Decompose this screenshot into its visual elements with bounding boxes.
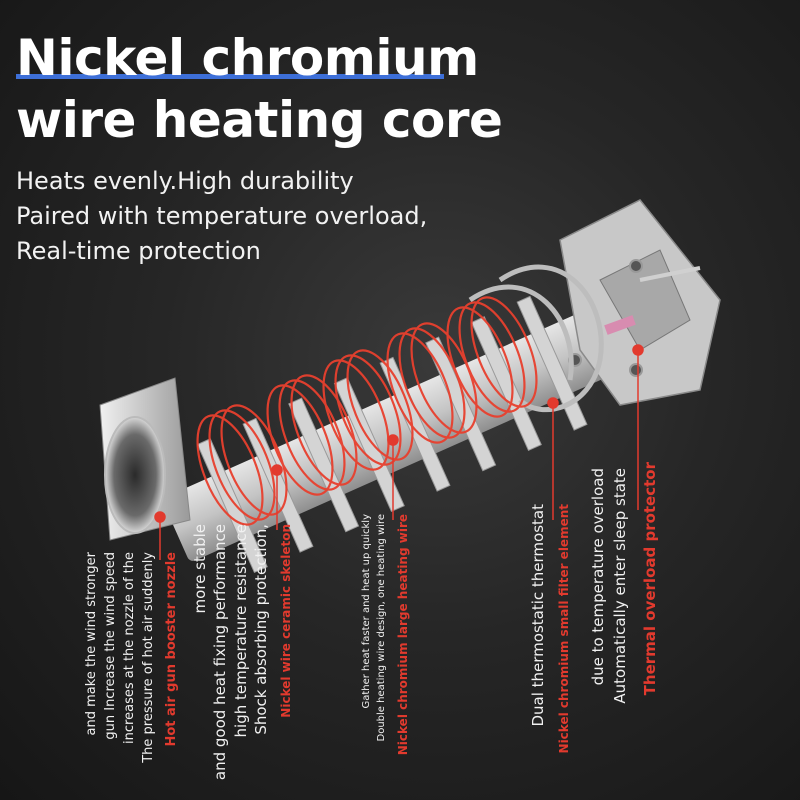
booster-nozzle-line-4: and make the wind stronger <box>84 552 99 736</box>
subtitle-line-3: Real-time protection <box>16 237 261 265</box>
filter-element-line-1: Dual thermostatic thermostat <box>529 504 547 727</box>
title-line-2: wire heating core <box>16 91 503 149</box>
ceramic-skeleton-line-3: and good heat fixing performance <box>211 524 229 781</box>
heating-wire-line-1: Double heating wire design, one heating … <box>376 514 387 742</box>
ceramic-skeleton-line-1: Shock absorbing protection, <box>252 524 270 735</box>
title-underline <box>16 74 444 79</box>
booster-nozzle-line-2: increases at the nozzle of the <box>122 552 137 744</box>
thermal-protector-line-2: due to temperature overload <box>589 468 607 686</box>
ceramic-skeleton-line-4: more stable <box>191 524 209 614</box>
thermal-protector-line-1: Automatically enter sleep state <box>611 468 629 704</box>
booster-nozzle-line-1: The pressure of hot air suddenly <box>141 552 156 763</box>
ceramic-skeleton-title: Nickel wire ceramic skeleton <box>279 524 293 718</box>
ceramic-skeleton-line-2: high temperature resistance <box>232 524 250 738</box>
title-line-1: Nickel chromium <box>16 29 479 87</box>
thermal-protector-title: Thermal overload protector <box>641 462 659 696</box>
ceramic-skeleton <box>163 289 664 574</box>
booster-nozzle-shape <box>99 377 191 541</box>
callout-lines <box>154 344 644 560</box>
booster-nozzle-line-3: gun Increase the wind speed <box>103 552 118 740</box>
heating-wire-title: Nickel chromium large heating wire <box>396 514 410 756</box>
subtitle-line-1: Heats evenly.High durability <box>16 167 354 195</box>
filter-element-shape <box>468 264 604 413</box>
heating-wire-coils <box>196 296 538 526</box>
subtitle-line-2: Paired with temperature overload, <box>16 202 428 230</box>
filter-element-title: Nickel chromium small filter element <box>557 504 571 754</box>
heating-wire-line-2: Gather heat faster and heat up quickly <box>361 514 372 709</box>
booster-nozzle-title: Hot air gun booster nozzle <box>164 552 179 747</box>
